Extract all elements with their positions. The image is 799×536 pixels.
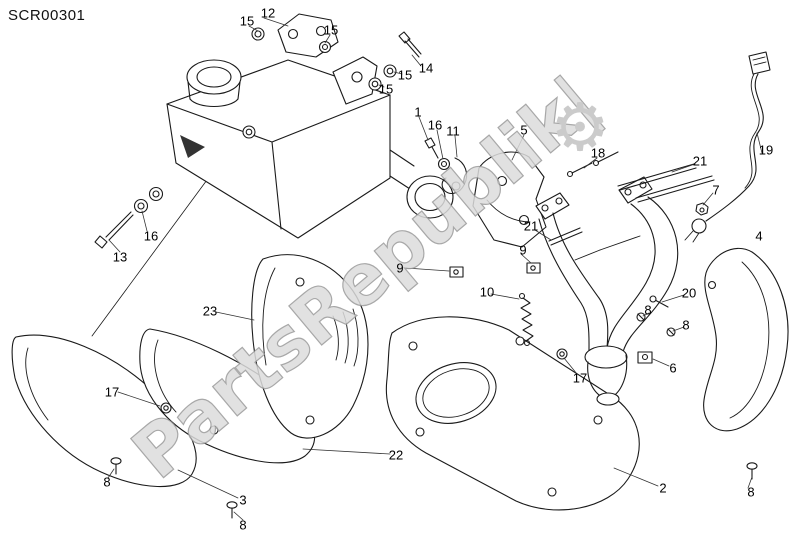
nut-17-right [556,348,568,360]
heat-shield-23 [251,254,369,439]
washer-15 [318,40,332,54]
outlet-clamp-ring [406,175,454,219]
washer-16 [148,186,164,202]
sensor-cable [705,73,764,222]
link-11 [441,157,468,194]
flange-left [535,192,570,220]
heat-shield-4 [703,247,789,432]
gear-icon: ⚙ [550,89,609,166]
header-pipe-left [552,212,609,349]
bolt-13-washers [94,186,164,249]
nut-7 [695,202,709,216]
silencer-body [166,56,454,239]
nut-17-left [160,402,172,414]
washer-15 [383,64,397,78]
heat-shield-22 [139,328,315,464]
washer-15 [251,27,265,41]
screw-8-bottom-mid [226,501,238,519]
screw-8-right-bottom [746,462,758,480]
inlet-port [186,59,242,95]
sensor-connector [748,51,771,75]
clamps-9 [449,262,541,278]
oxygen-sensor-19 [684,51,771,243]
clamp-6 [637,351,653,364]
washer-16 [133,198,149,214]
fastener-1-16-link-11 [424,137,468,194]
bolt-14-washers [368,31,422,91]
washer-15 [368,77,382,91]
diagram-code: SCR00301 [8,7,86,24]
silencer-end-shadow [180,135,205,158]
screw-8-bottom-left [110,457,122,475]
washer-16 [437,157,451,171]
heat-shield-2 [385,316,640,511]
leader-lines [107,17,763,521]
sensor-body [691,218,707,234]
exhaust-manifold [535,151,715,406]
screws-right [636,295,676,337]
spring-10 [518,292,534,347]
mount-bracket-top [251,13,339,58]
heat-shield-3 [11,334,197,488]
collector [584,345,628,369]
heat-guard-5 [472,151,547,248]
header-pipe-right [622,196,679,353]
